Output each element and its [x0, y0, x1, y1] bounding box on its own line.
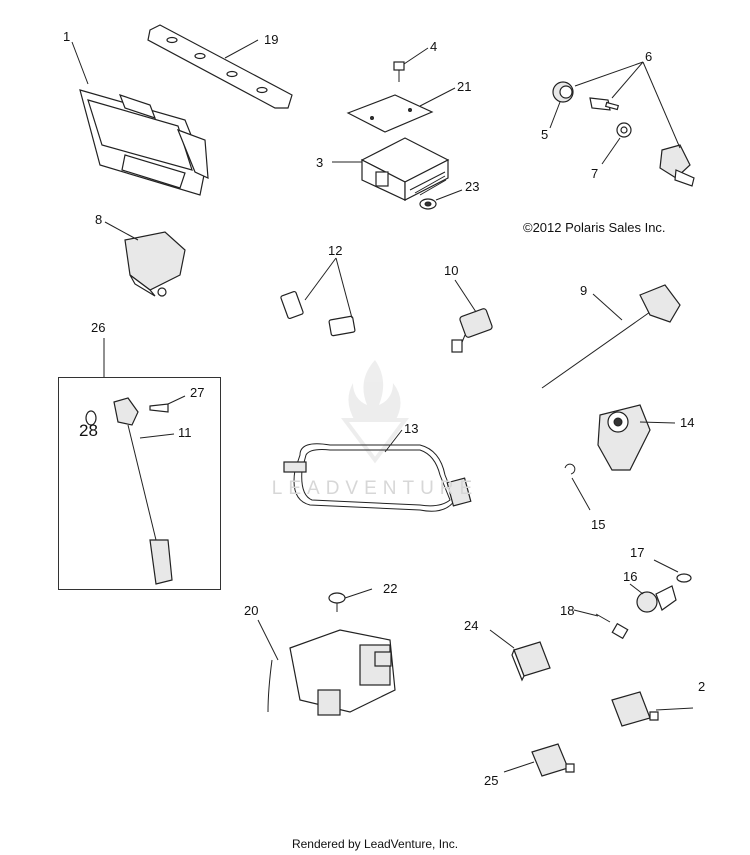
- callout-12: 12: [328, 243, 343, 258]
- part-module-box: [360, 137, 450, 201]
- part-map-sensor: [124, 231, 186, 297]
- part-screw-27: [149, 403, 169, 413]
- callout-17: 17: [630, 545, 645, 560]
- callout-13: 13: [404, 421, 419, 436]
- copyright-notice: ©2012 Polaris Sales Inc.: [523, 220, 666, 235]
- part-washer-7: [616, 122, 632, 138]
- callout-14: 14: [680, 415, 695, 430]
- part-washer-28: [85, 410, 97, 426]
- watermark-logo: [341, 360, 409, 464]
- part-harness-13: [283, 443, 472, 512]
- part-sensor-10: [451, 308, 493, 353]
- callout-6: 6: [645, 49, 653, 64]
- callout-1: 1: [63, 29, 71, 44]
- callout-7: 7: [591, 166, 599, 181]
- callout-10: 10: [444, 263, 459, 278]
- callout-11: 11: [178, 425, 192, 440]
- part-screw-22: [328, 592, 346, 612]
- callout-23: 23: [465, 179, 480, 194]
- callout-4: 4: [430, 39, 438, 54]
- callout-3: 3: [316, 155, 324, 170]
- callout-20: 20: [244, 603, 259, 618]
- part-probe-9: [541, 284, 681, 389]
- part-plug-5: [552, 81, 574, 103]
- part-fuse-a: [280, 290, 304, 320]
- callout-15: 15: [591, 517, 606, 532]
- part-cam-sensor-11: [113, 397, 173, 585]
- part-switch-2: [611, 691, 659, 727]
- part-temp-sensor: [659, 144, 695, 187]
- callout-5: 5: [541, 127, 549, 142]
- callout-26: 26: [91, 320, 106, 335]
- callout-18: 18: [560, 603, 575, 618]
- callout-25: 25: [484, 773, 499, 788]
- part-screw-4: [393, 61, 405, 82]
- callout-24: 24: [464, 618, 479, 633]
- watermark-text: LEADVENTURE: [271, 478, 479, 499]
- part-fitting-16: [636, 585, 677, 613]
- part-bracket: [147, 24, 293, 109]
- part-knock-sensor-14: [597, 404, 651, 471]
- part-fuse-b: [328, 315, 356, 337]
- callout-27: 27: [190, 385, 205, 400]
- part-switch-24: [511, 641, 551, 682]
- part-key: [589, 97, 620, 111]
- part-cover: [346, 94, 434, 133]
- part-ecu: [79, 89, 209, 196]
- part-bolt-18: [595, 613, 629, 640]
- callout-2: 2: [698, 679, 706, 694]
- callout-8: 8: [95, 212, 103, 227]
- callout-19: 19: [264, 32, 279, 47]
- callout-9: 9: [580, 283, 588, 298]
- kit-outline-box: [58, 377, 221, 590]
- callout-16: 16: [623, 569, 638, 584]
- callout-22: 22: [383, 581, 398, 596]
- part-valve-20: [267, 629, 396, 716]
- callout-21: 21: [457, 79, 472, 94]
- callout-28: 28: [79, 421, 98, 440]
- part-switch-25: [531, 743, 575, 777]
- part-oring-17: [676, 573, 692, 583]
- part-grommet-23: [419, 198, 437, 210]
- footer-credit: Rendered by LeadVenture, Inc.: [291, 837, 459, 851]
- part-clip-15: [564, 463, 576, 475]
